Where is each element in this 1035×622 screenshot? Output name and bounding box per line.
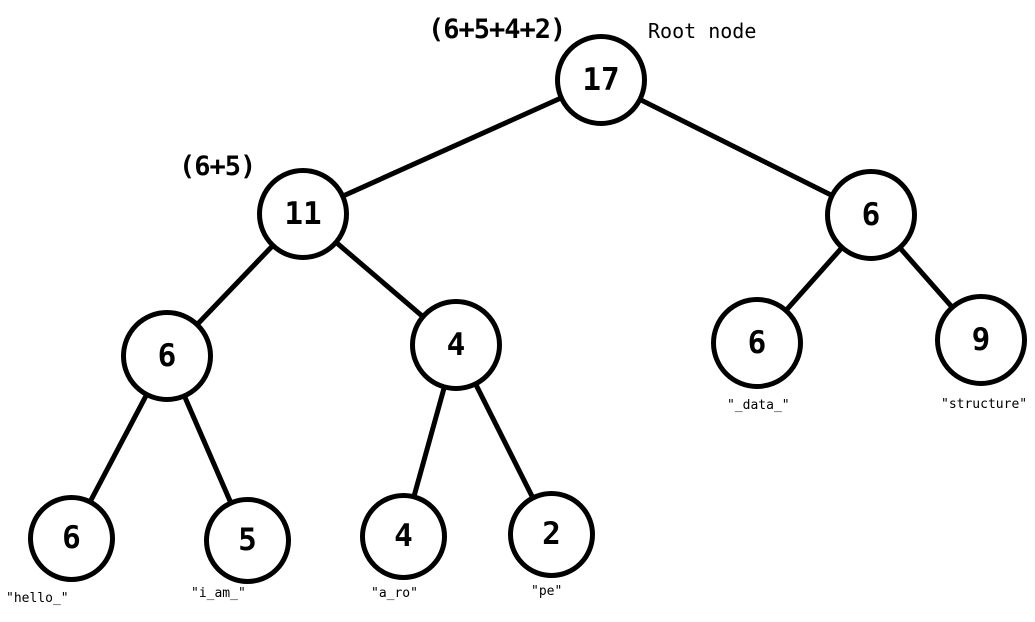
- node-right-right: 9: [935, 294, 1027, 386]
- node-right-child-value: 6: [861, 196, 881, 233]
- leaf-string-hello: "hello_": [6, 591, 69, 606]
- node-leaf-pe-value: 2: [542, 516, 561, 552]
- node-root-value: 17: [582, 61, 620, 98]
- node-right-right-value: 9: [971, 321, 991, 358]
- node-right-child: 6: [825, 169, 917, 261]
- leaf-string-iam: "i_am_": [191, 586, 246, 601]
- node-leaf-iam-value: 5: [238, 522, 257, 558]
- node-left-right: 4: [410, 299, 502, 391]
- leaf-string-data: "_data_": [727, 398, 790, 413]
- node-leaf-aro-value: 4: [394, 518, 413, 554]
- node-leaf-hello-value: 6: [62, 520, 81, 556]
- node-left-child: 11: [257, 168, 349, 260]
- root-sum-annotation: (6+5+4+2): [428, 14, 566, 45]
- node-right-left: 6: [711, 297, 803, 389]
- node-leaf-aro: 4: [360, 493, 447, 580]
- root-caption: Root node: [648, 19, 757, 43]
- edge-root-to-11: [301, 77, 603, 217]
- left-subtree-sum-annotation: (6+5): [179, 151, 256, 182]
- node-left-left-value: 6: [157, 337, 177, 374]
- node-left-right-value: 4: [446, 326, 466, 363]
- leaf-string-structure: "structure": [941, 397, 1028, 412]
- node-right-left-value: 6: [747, 324, 767, 361]
- node-left-left: 6: [121, 310, 213, 402]
- node-leaf-pe: 2: [508, 491, 595, 578]
- leaf-string-aro: "a_ro": [371, 586, 418, 601]
- node-leaf-hello: 6: [28, 495, 115, 582]
- leaf-string-pe: "pe": [531, 584, 563, 599]
- node-left-child-value: 11: [284, 195, 322, 232]
- edge-root-to-6-right: [599, 77, 873, 218]
- node-leaf-iam: 5: [204, 497, 291, 584]
- node-root: 17: [555, 34, 647, 126]
